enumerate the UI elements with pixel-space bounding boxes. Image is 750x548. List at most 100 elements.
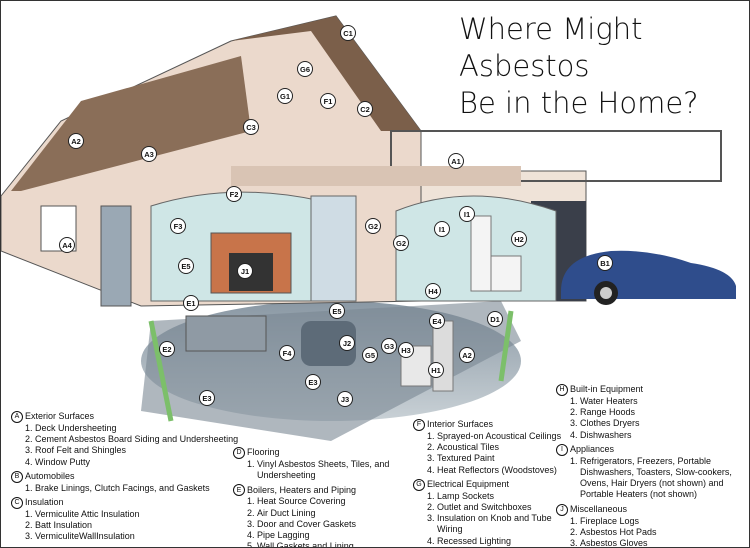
legend-letter-badge: I <box>556 443 568 456</box>
marker-g5: G5 <box>362 347 378 363</box>
legend-letter-badge: D <box>233 447 245 459</box>
legend-title: Automobiles <box>25 471 75 482</box>
legend-item: Dishwashers <box>580 430 746 441</box>
legend-title: Interior Surfaces <box>427 419 494 430</box>
legend-title: Electrical Equipment <box>427 479 510 490</box>
legend-letter-badge: A <box>11 411 23 423</box>
legend-letter-badge: J <box>556 503 568 516</box>
marker-g2: G2 <box>365 218 381 234</box>
legend-items: Brake Linings, Clutch Facings, and Gaske… <box>11 483 241 494</box>
legend-item: Cement Asbestos Board Siding and Undersh… <box>35 434 241 445</box>
legend-item: Heat Source Covering <box>257 496 413 507</box>
legend-title: Built-in Equipment <box>570 384 644 395</box>
legend-title: Boilers, Heaters and Piping <box>247 484 357 495</box>
legend-letter-badge: H <box>556 384 568 396</box>
legend-title: Insulation <box>25 497 64 508</box>
legend-column-2: DFlooringVinyl Asbestos Sheets, Tiles, a… <box>233 447 413 547</box>
legend-item: Acoustical Tiles <box>437 442 563 453</box>
legend-item: Insulation on Knob and Tube Wiring <box>437 513 563 535</box>
marker-j2: J2 <box>339 335 355 351</box>
marker-e5: E5 <box>329 303 345 319</box>
legend-items: Sprayed-on Acoustical CeilingsAcoustical… <box>413 431 563 476</box>
legend-item: Vermiculite Attic Insulation <box>35 509 241 520</box>
legend-item: Main Panel and Fuse Boxes <box>437 547 563 548</box>
legend-item: Batt Insulation <box>35 520 241 531</box>
legend-group-d: DFlooringVinyl Asbestos Sheets, Tiles, a… <box>233 447 413 481</box>
legend-title: Flooring <box>247 447 280 458</box>
legend-item: Brake Linings, Clutch Facings, and Gaske… <box>35 483 241 494</box>
legend-title: Exterior Surfaces <box>25 411 95 422</box>
legend-item: Water Heaters <box>580 396 746 407</box>
legend-items: Deck UndersheetingCement Asbestos Board … <box>11 423 241 468</box>
marker-h3: H3 <box>398 342 414 358</box>
legend-items: Lamp SocketsOutlet and SwitchboxesInsula… <box>413 491 563 548</box>
marker-h1: H1 <box>428 362 444 378</box>
legend-item: Deck Undersheeting <box>35 423 241 434</box>
legend-group-i: IAppliancesRefrigerators, Freezers, Port… <box>556 443 746 501</box>
legend-item: Sprayed-on Acoustical Ceilings <box>437 431 563 442</box>
marker-d1: D1 <box>487 311 503 327</box>
legend-group-j: JMiscellaneousFireplace LogsAsbestos Hot… <box>556 503 746 547</box>
marker-a4: A4 <box>59 237 75 253</box>
marker-a3: A3 <box>141 146 157 162</box>
legend-item: Vinyl Asbestos Sheets, Tiles, and Unders… <box>257 459 413 481</box>
legend-title: Miscellaneous <box>570 504 628 515</box>
page-title: Where Might Asbestos Be in the Home? <box>459 11 749 122</box>
marker-i1: I1 <box>434 221 450 237</box>
marker-h4: H4 <box>425 283 441 299</box>
marker-f1: F1 <box>320 93 336 109</box>
marker-a1: A1 <box>448 153 464 169</box>
legend-items: Water HeatersRange HoodsClothes DryersDi… <box>556 396 746 441</box>
legend-item: Wall Gaskets and Lining <box>257 541 413 547</box>
marker-j3: J3 <box>337 391 353 407</box>
marker-e3: E3 <box>199 390 215 406</box>
legend-items: Fireplace LogsAsbestos Hot PadsAsbestos … <box>556 516 746 547</box>
legend-letter-badge: C <box>11 497 23 510</box>
marker-f3: F3 <box>170 218 186 234</box>
legend-item: Door and Cover Gaskets <box>257 519 413 530</box>
marker-j1: J1 <box>237 263 253 279</box>
legend-letter-badge: F <box>413 419 425 431</box>
legend-items: Heat Source CoveringAir Duct LiningDoor … <box>233 496 413 547</box>
marker-b1: B1 <box>597 255 613 271</box>
marker-f4: F4 <box>279 345 295 361</box>
legend-letter-badge: E <box>233 484 245 497</box>
marker-g6: G6 <box>297 61 313 77</box>
legend-item: Clothes Dryers <box>580 418 746 429</box>
legend-item: Asbestos Hot Pads <box>580 527 746 538</box>
roof <box>11 56 251 191</box>
legend-items: Vinyl Asbestos Sheets, Tiles, and Unders… <box>233 459 413 481</box>
marker-e4: E4 <box>429 313 445 329</box>
marker-f2: F2 <box>226 186 242 202</box>
legend-items: Vermiculite Attic InsulationBatt Insulat… <box>11 509 241 543</box>
legend-group-c: CInsulationVermiculite Attic InsulationB… <box>11 497 241 543</box>
marker-g2: G2 <box>393 235 409 251</box>
legend-item: Lamp Sockets <box>437 491 563 502</box>
marker-g1: G1 <box>277 88 293 104</box>
legend-letter-badge: G <box>413 478 425 491</box>
marker-c3: C3 <box>243 119 259 135</box>
legend-item: Window Putty <box>35 457 241 468</box>
legend-item: Heat Reflectors (Woodstoves) <box>437 465 563 476</box>
marker-e3: E3 <box>305 374 321 390</box>
legend-item: Recessed Lighting <box>437 536 563 547</box>
marker-e1: E1 <box>183 295 199 311</box>
